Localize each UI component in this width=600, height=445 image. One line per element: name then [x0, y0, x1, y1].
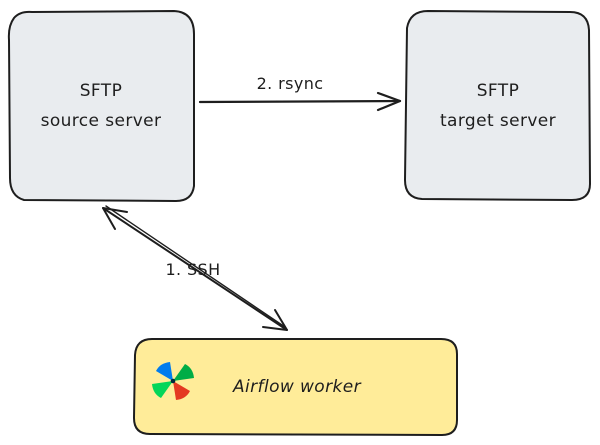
- target-server-label-line2: target server: [440, 111, 556, 131]
- ssh-arrow-head-start: [102, 207, 128, 230]
- ssh-arrow-line-sketch: [105, 205, 286, 328]
- airflow-worker-label: Airflow worker: [232, 377, 362, 397]
- rsync-arrow-line: [198, 99, 402, 104]
- ssh-arrow: [102, 205, 288, 331]
- rsync-edge-label: 2. rsync: [257, 74, 324, 93]
- ssh-arrow-line: [102, 207, 288, 331]
- ssh-edge-label: 1. SSH: [165, 260, 220, 279]
- source-server-node: SFTP source server: [7, 10, 195, 202]
- rsync-arrow: [198, 91, 402, 112]
- source-server-label-line2: source server: [41, 111, 162, 131]
- airflow-worker-node: Airflow worker: [133, 338, 458, 436]
- source-server-label-line1: SFTP: [80, 81, 123, 101]
- target-server-label-line1: SFTP: [477, 81, 520, 101]
- source-server-box: [7, 10, 195, 202]
- target-server-node: SFTP target server: [404, 10, 591, 201]
- ssh-arrow-head-end: [262, 309, 288, 331]
- target-server-box: [404, 10, 591, 201]
- rsync-arrow-head: [376, 91, 402, 112]
- airflow-worker-box: [133, 338, 458, 436]
- airflow-pinwheel-logo-icon: [152, 362, 194, 400]
